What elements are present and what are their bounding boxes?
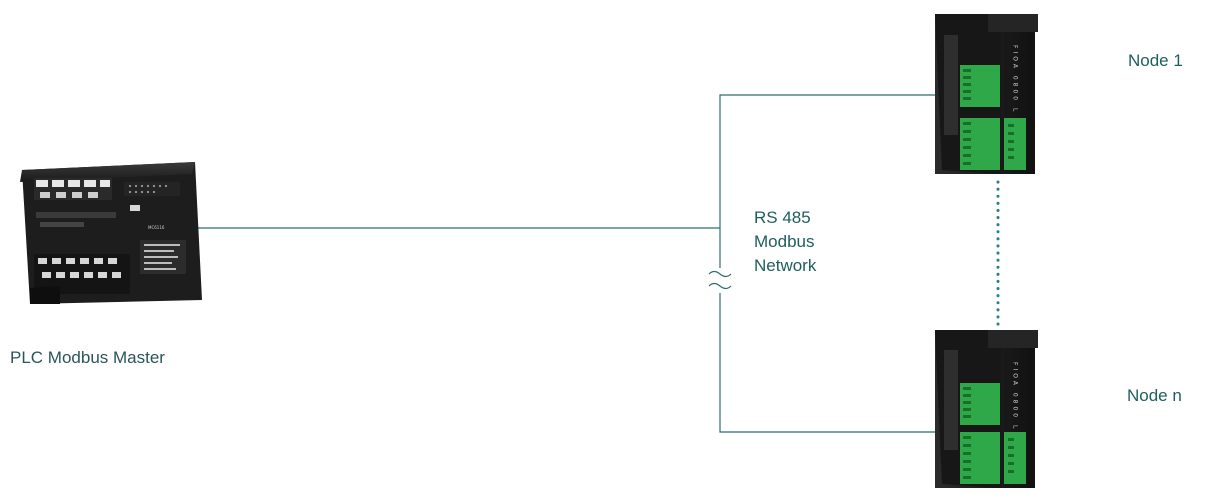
bus-lower-segment (719, 293, 950, 433)
network-label-line-2: Modbus (754, 232, 815, 251)
connection-lines (196, 94, 950, 433)
plc-master-label: PLC Modbus Master (10, 348, 165, 367)
node-n-module: FIOA 0800 L (935, 330, 1038, 488)
network-label-line-3: Network (754, 256, 817, 275)
node-n-module-text: FIOA 0800 L (1012, 362, 1019, 431)
plc-model-text: MC6116 (148, 225, 165, 230)
network-label: RS 485 Modbus Network (754, 206, 816, 278)
node-1-module: FIOA 0800 L (935, 14, 1038, 174)
network-label-line-1: RS 485 (754, 208, 811, 227)
bus-upper-segment (719, 94, 950, 268)
plc-master-device: MC6116 (20, 162, 202, 304)
node-1-label: Node 1 (1128, 51, 1183, 70)
network-break-symbol (708, 270, 732, 290)
node-n-label: Node n (1127, 386, 1182, 405)
node-1-module-text: FIOA 0800 L (1012, 45, 1019, 114)
